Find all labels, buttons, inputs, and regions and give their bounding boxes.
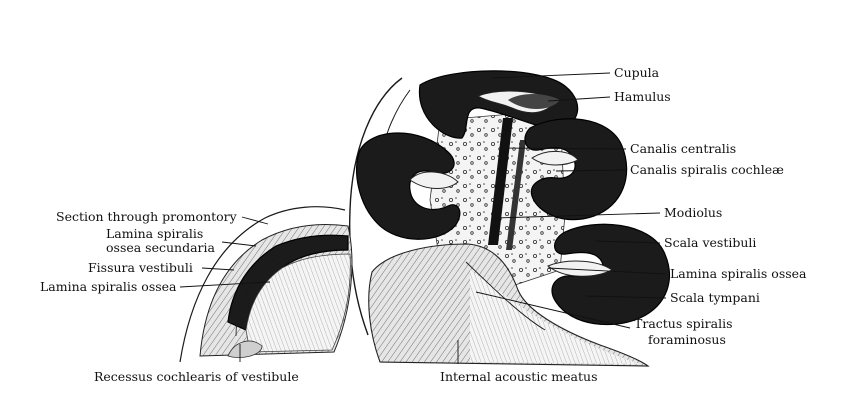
label-scala-vestibuli: Scala vestibuli <box>664 235 756 250</box>
label-cupula: Cupula <box>614 65 660 80</box>
leader-lines <box>179 72 667 364</box>
central-canal <box>488 118 513 245</box>
middle-left-turn <box>355 132 461 240</box>
promontory-drawing <box>179 206 353 363</box>
label-lamina-secundaria-line2: ossea secundaria <box>106 240 216 255</box>
label-tractus-line2: foraminosus <box>648 332 726 347</box>
label-lamina-spiralis-ossea-right: Lamina spiralis ossea <box>670 266 807 281</box>
label-internal-acoustic-meatus: Internal acoustic meatus <box>440 369 598 384</box>
label-tractus-line1: Tractus spiralis <box>634 316 732 331</box>
basal-turn <box>551 223 670 326</box>
label-fissura-vestibuli: Fissura vestibuli <box>88 260 193 275</box>
label-canalis-spiralis: Canalis spiralis cochleæ <box>630 162 784 177</box>
label-lamina-spiralis-ossea-left: Lamina spiralis ossea <box>40 279 177 294</box>
label-section-promontory: Section through promontory <box>56 209 238 224</box>
label-canalis-centralis: Canalis centralis <box>630 141 736 156</box>
label-hamulus: Hamulus <box>614 89 671 104</box>
label-lamina-secundaria-line1: Lamina spiralis <box>106 226 203 241</box>
label-recessus-cochlearis: Recessus cochlearis of vestibule <box>94 369 299 384</box>
label-modiolus: Modiolus <box>664 205 722 220</box>
cochlea-drawing <box>348 70 670 367</box>
label-scala-tympani: Scala tympani <box>670 290 760 305</box>
labels: Cupula Hamulus Canalis centralis Canalis… <box>40 65 807 384</box>
top-turn <box>418 70 578 139</box>
